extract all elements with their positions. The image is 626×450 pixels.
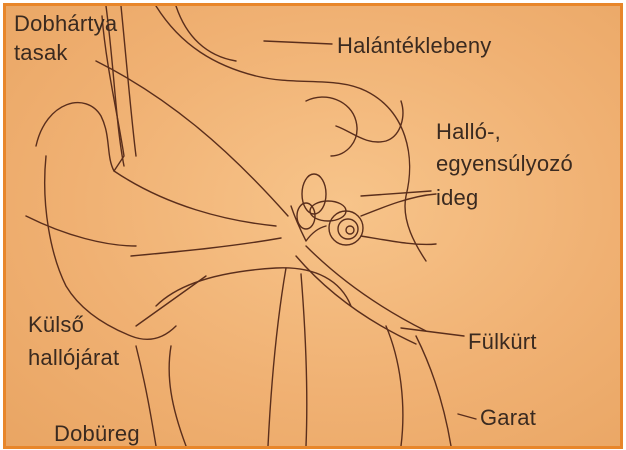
diagram-frame: Dobhártya tasak Halántéklebeny Halló-, e… [3,3,623,449]
label-hallo-line1: Halló-, [436,118,501,145]
eustachian-tube-upper [306,246,426,331]
eustachian-tube-lower [296,256,416,344]
semicircular-canal-1 [302,174,326,214]
label-garat: Garat [480,404,536,431]
label-hallo-line2: egyensúlyozó [436,150,573,177]
label-kulso-line1: Külső [28,311,84,338]
leader-garat [458,414,476,419]
brain-fold-3 [336,101,403,142]
pharynx-wall [386,326,403,446]
styloid [268,268,286,446]
brain-fold-1 [176,6,236,61]
ear-canal-upper [114,171,276,226]
leader-kulso [136,276,206,326]
cochlea-mid [338,219,358,239]
jaw-line [156,268,351,306]
label-kulso-line2: hallójárat [28,344,119,371]
vertical-bone-2 [121,6,136,156]
label-dobureg: Dobüreg [54,420,140,447]
leader-hallo [361,191,431,196]
label-halantek: Halántéklebeny [337,32,491,59]
leader-halantek [264,41,332,44]
label-fulkurt: Fülkürt [468,328,537,355]
ear-anatomy-drawing [6,6,620,446]
auditory-nerve [361,194,436,216]
leader-fulkurt [401,328,464,336]
label-dobhartya-line1: Dobhártya [14,10,117,37]
pharynx-wall-2 [416,336,451,446]
skin-line [26,216,136,246]
auditory-nerve-2 [361,236,436,244]
cochlea-inner [346,226,354,234]
label-dobhartya-line2: tasak [14,39,68,66]
ear-canal-lower [131,238,281,256]
styloid-2 [301,274,307,446]
label-hallo-line3: ideg [436,184,478,211]
brain-fold-2 [306,97,357,156]
middle-ear-cavity [169,346,186,446]
leader-dobhartya [96,61,288,216]
